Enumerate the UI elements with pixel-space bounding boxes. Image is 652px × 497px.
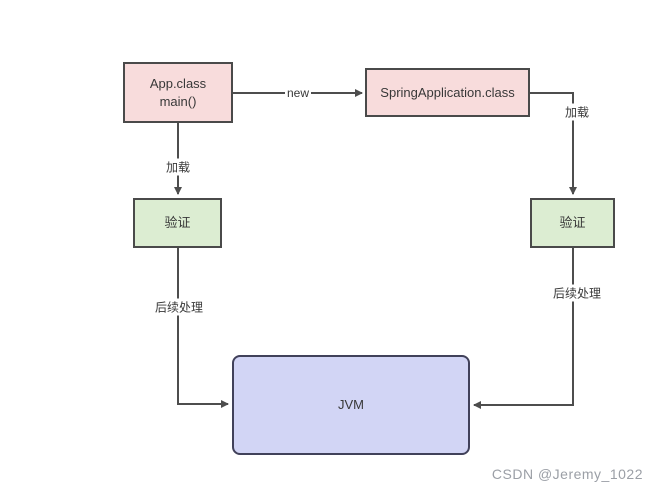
edge-post-left-label: 后续处理 [152, 298, 206, 316]
edge-post-right-arrow [473, 248, 574, 409]
edge-load-right-label: 加载 [562, 103, 592, 121]
jvm-node: JVM [232, 355, 470, 455]
verify-left-node: 验证 [133, 198, 222, 248]
edge-load-right-arrow [530, 92, 577, 195]
edge-load-left-label: 加载 [163, 158, 193, 176]
spring-application-node: SpringApplication.class [365, 68, 530, 117]
csdn-watermark: CSDN @Jeremy_1022 [491, 466, 643, 482]
edge-post-right-label: 后续处理 [550, 284, 604, 302]
app-class-node: App.class main() [123, 62, 233, 123]
edge-post-left-arrow [177, 248, 229, 408]
verify-right-node: 验证 [530, 198, 615, 248]
edge-new-label: new [284, 86, 312, 100]
